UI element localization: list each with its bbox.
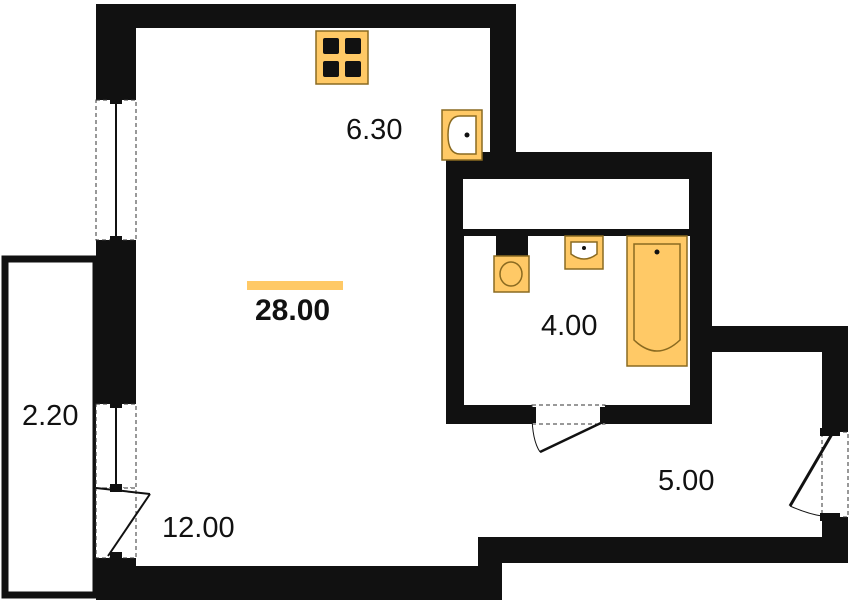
bath-partition-wall (462, 230, 690, 236)
living-room-area-label: 12.00 (162, 512, 235, 544)
wall-bath-bottom-right (605, 405, 712, 424)
wall-bottom-right (478, 537, 848, 563)
hallway-area-label: 5.00 (658, 465, 715, 497)
wall-hall-top (690, 326, 848, 352)
wall-bottom-left (96, 566, 502, 600)
walls (96, 4, 848, 600)
bathroom-sink-icon (564, 235, 604, 270)
kitchen-sink-icon (441, 109, 483, 161)
wall-bath-top (446, 152, 712, 178)
window-lower (95, 400, 137, 489)
window-upper (95, 96, 137, 244)
stove-icon (315, 30, 369, 85)
wall-bath-left (446, 152, 464, 424)
kitchen-area-label: 6.30 (346, 114, 403, 146)
total-area-underline (247, 281, 343, 290)
wall-left-upper (96, 4, 136, 100)
bathroom-area-label: 4.00 (541, 310, 598, 342)
bathtub-icon (626, 235, 688, 367)
wall-bath-right (690, 152, 712, 424)
wall-kitchen-right (490, 4, 516, 164)
balcony-area-label: 2.20 (22, 400, 79, 432)
wall-bath-bottom-left (446, 405, 532, 424)
wall-left-base (96, 558, 136, 600)
balcony-outline (1, 255, 100, 599)
toilet-icon (493, 236, 530, 293)
wall-top (96, 4, 516, 28)
total-area-label: 28.00 (255, 294, 331, 327)
balcony-door[interactable] (95, 484, 151, 560)
wall-hall-right-upper (822, 326, 848, 432)
bathroom-door[interactable] (530, 404, 606, 454)
entrance-door[interactable] (788, 428, 849, 521)
wall-left-middle (96, 240, 136, 404)
wardrobe-shelf (461, 177, 691, 231)
